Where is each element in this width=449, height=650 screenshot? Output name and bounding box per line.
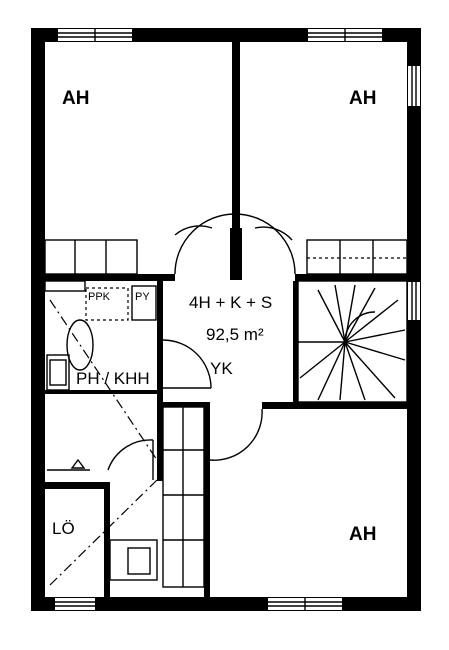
central-column — [230, 228, 242, 280]
bathroom-fixtures — [44, 280, 158, 586]
doors — [107, 225, 293, 480]
apartment-area: 92,5 m² — [206, 325, 264, 344]
room-label-bedroom-bottom-right: AH — [349, 524, 376, 545]
closets-hall — [162, 406, 205, 588]
hall-curve — [174, 213, 296, 461]
window-top-right — [308, 29, 382, 41]
window-top-left — [58, 29, 132, 41]
room-label-bathroom: PH / KHH — [76, 369, 150, 388]
apartment-layout: 4H + K + S — [189, 293, 272, 312]
window-bottom-left — [55, 598, 95, 610]
room-label-bedroom-top-right: AH — [349, 88, 376, 109]
window-bottom-right — [268, 598, 342, 610]
room-label-hall: YK — [210, 359, 233, 378]
room-label-storage: LÖ — [52, 519, 75, 538]
interior-walls — [45, 42, 407, 597]
closets-top-left — [44, 239, 138, 275]
storage-fixture — [109, 539, 158, 581]
window-right-upper — [408, 66, 420, 106]
room-label-bedroom-top-left: AH — [62, 88, 89, 109]
room-label-washer: PPK — [88, 291, 111, 303]
window-right-lower — [408, 282, 420, 320]
closets-top-right — [306, 239, 408, 275]
staircase — [297, 280, 408, 403]
room-label-shower: PY — [135, 291, 150, 303]
